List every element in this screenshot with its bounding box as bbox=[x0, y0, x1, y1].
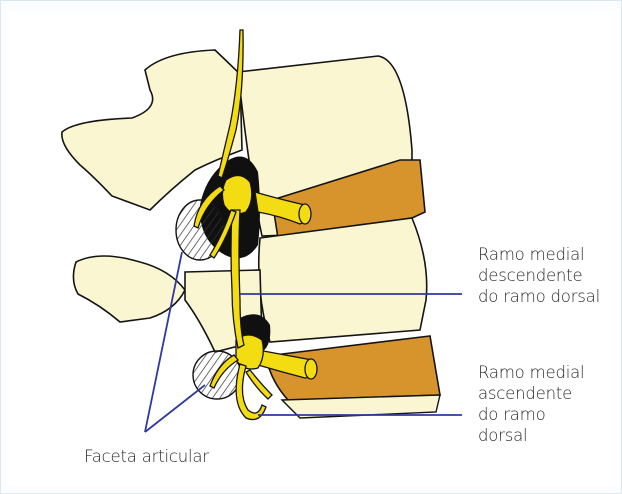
lower-posterior-elements bbox=[73, 256, 185, 322]
label-descending-medial-branch: Ramo medial descendente do ramo dorsal bbox=[478, 244, 600, 307]
lower-vertebral-body bbox=[259, 218, 427, 342]
label-facet-joint: Faceta articular bbox=[84, 446, 209, 467]
label-ascending-medial-branch: Ramo medial ascendente do ramo dorsal bbox=[478, 362, 584, 446]
